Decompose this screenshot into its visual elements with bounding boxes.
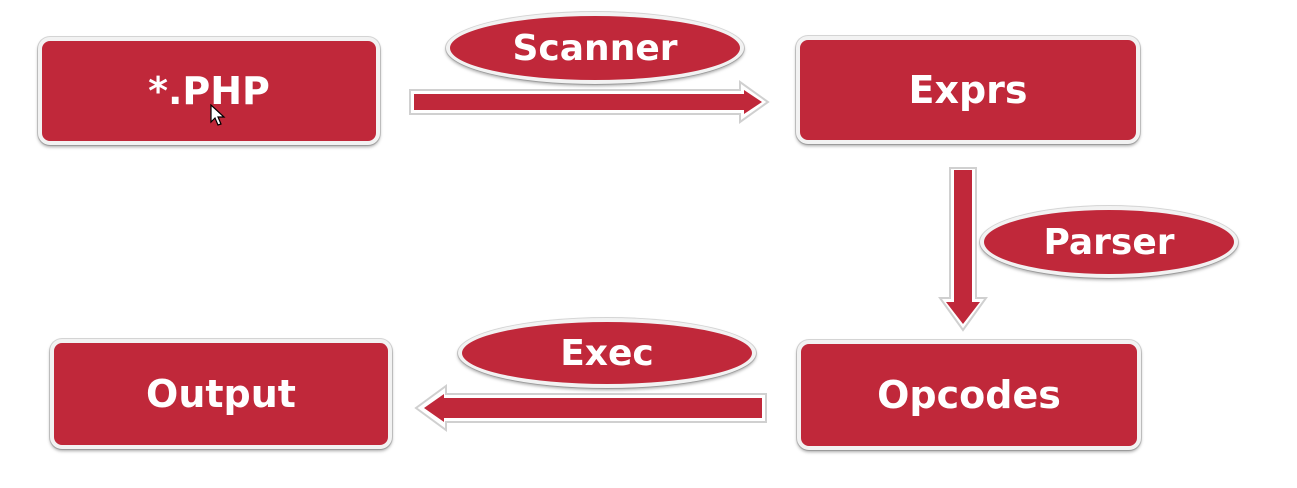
- arrow-parser: [938, 167, 988, 332]
- edge-label-parser: Parser: [980, 206, 1238, 278]
- node-exprs: Exprs: [796, 36, 1140, 144]
- edge-label-parser-text: Parser: [1043, 221, 1175, 263]
- arrow-exec: [414, 384, 767, 432]
- edge-label-scanner-text: Scanner: [512, 27, 678, 69]
- node-php-label: *.PHP: [148, 69, 270, 113]
- node-output: Output: [50, 339, 392, 449]
- node-opcodes: Opcodes: [797, 340, 1141, 450]
- node-php: *.PHP: [38, 37, 380, 145]
- node-opcodes-label: Opcodes: [877, 373, 1061, 417]
- edge-label-exec: Exec: [458, 318, 756, 388]
- node-exprs-label: Exprs: [908, 68, 1028, 112]
- node-output-label: Output: [146, 372, 296, 416]
- mouse-pointer-icon: [210, 104, 226, 126]
- arrow-scanner: [409, 80, 770, 124]
- edge-label-scanner: Scanner: [446, 12, 744, 84]
- edge-label-exec-text: Exec: [560, 332, 654, 374]
